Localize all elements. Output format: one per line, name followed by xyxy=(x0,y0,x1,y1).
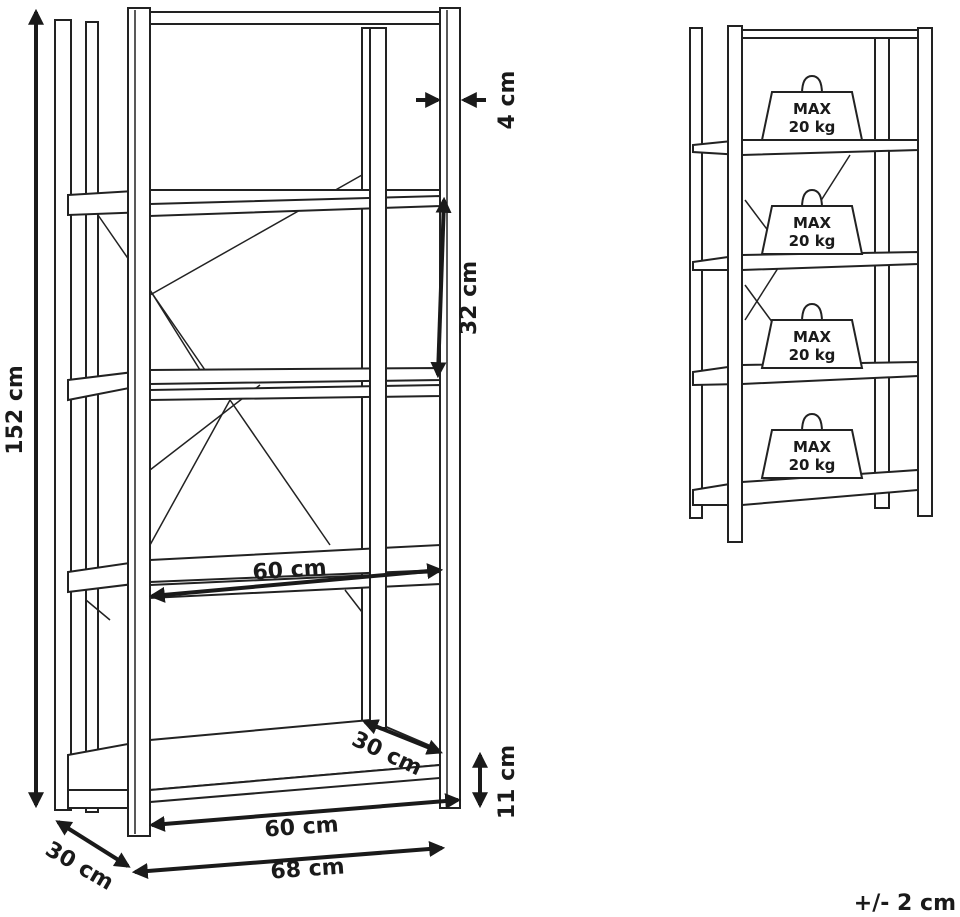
shelf-spacing-label: 32 cm xyxy=(457,261,482,335)
weight-icon: MAX 20 kg xyxy=(760,302,864,369)
weight-value-label: 20 kg xyxy=(789,118,836,136)
height-label: 152 cm xyxy=(3,365,28,455)
weight-value-label: 20 kg xyxy=(789,232,836,250)
weight-icon: MAX 20 kg xyxy=(760,412,864,479)
bottom-clearance-label: 11 cm xyxy=(495,745,520,819)
weight-max-label: MAX xyxy=(793,328,832,346)
weight-icons: MAX 20 kg MAX 20 kg MAX 20 kg MAX 20 kg xyxy=(760,74,864,479)
total-width-label: 68 cm xyxy=(270,854,346,884)
shelf-width-label: 60 cm xyxy=(252,555,328,585)
shelf-load-view xyxy=(689,25,933,543)
weight-value-label: 20 kg xyxy=(789,456,836,474)
dimension-lines xyxy=(28,8,488,879)
weight-icon: MAX 20 kg xyxy=(760,74,864,141)
weight-max-label: MAX xyxy=(793,214,832,232)
inner-width-label: 60 cm xyxy=(264,812,340,842)
shelf-front-view xyxy=(54,7,461,837)
weight-max-label: MAX xyxy=(793,100,832,118)
weight-max-label: MAX xyxy=(793,438,832,456)
total-depth-label: 30 cm xyxy=(41,837,118,896)
weight-icon: MAX 20 kg xyxy=(760,188,864,255)
weight-value-label: 20 kg xyxy=(789,346,836,364)
post-width-label: 4 cm xyxy=(495,71,520,130)
tolerance-label: +/- 2 cm xyxy=(854,891,956,916)
